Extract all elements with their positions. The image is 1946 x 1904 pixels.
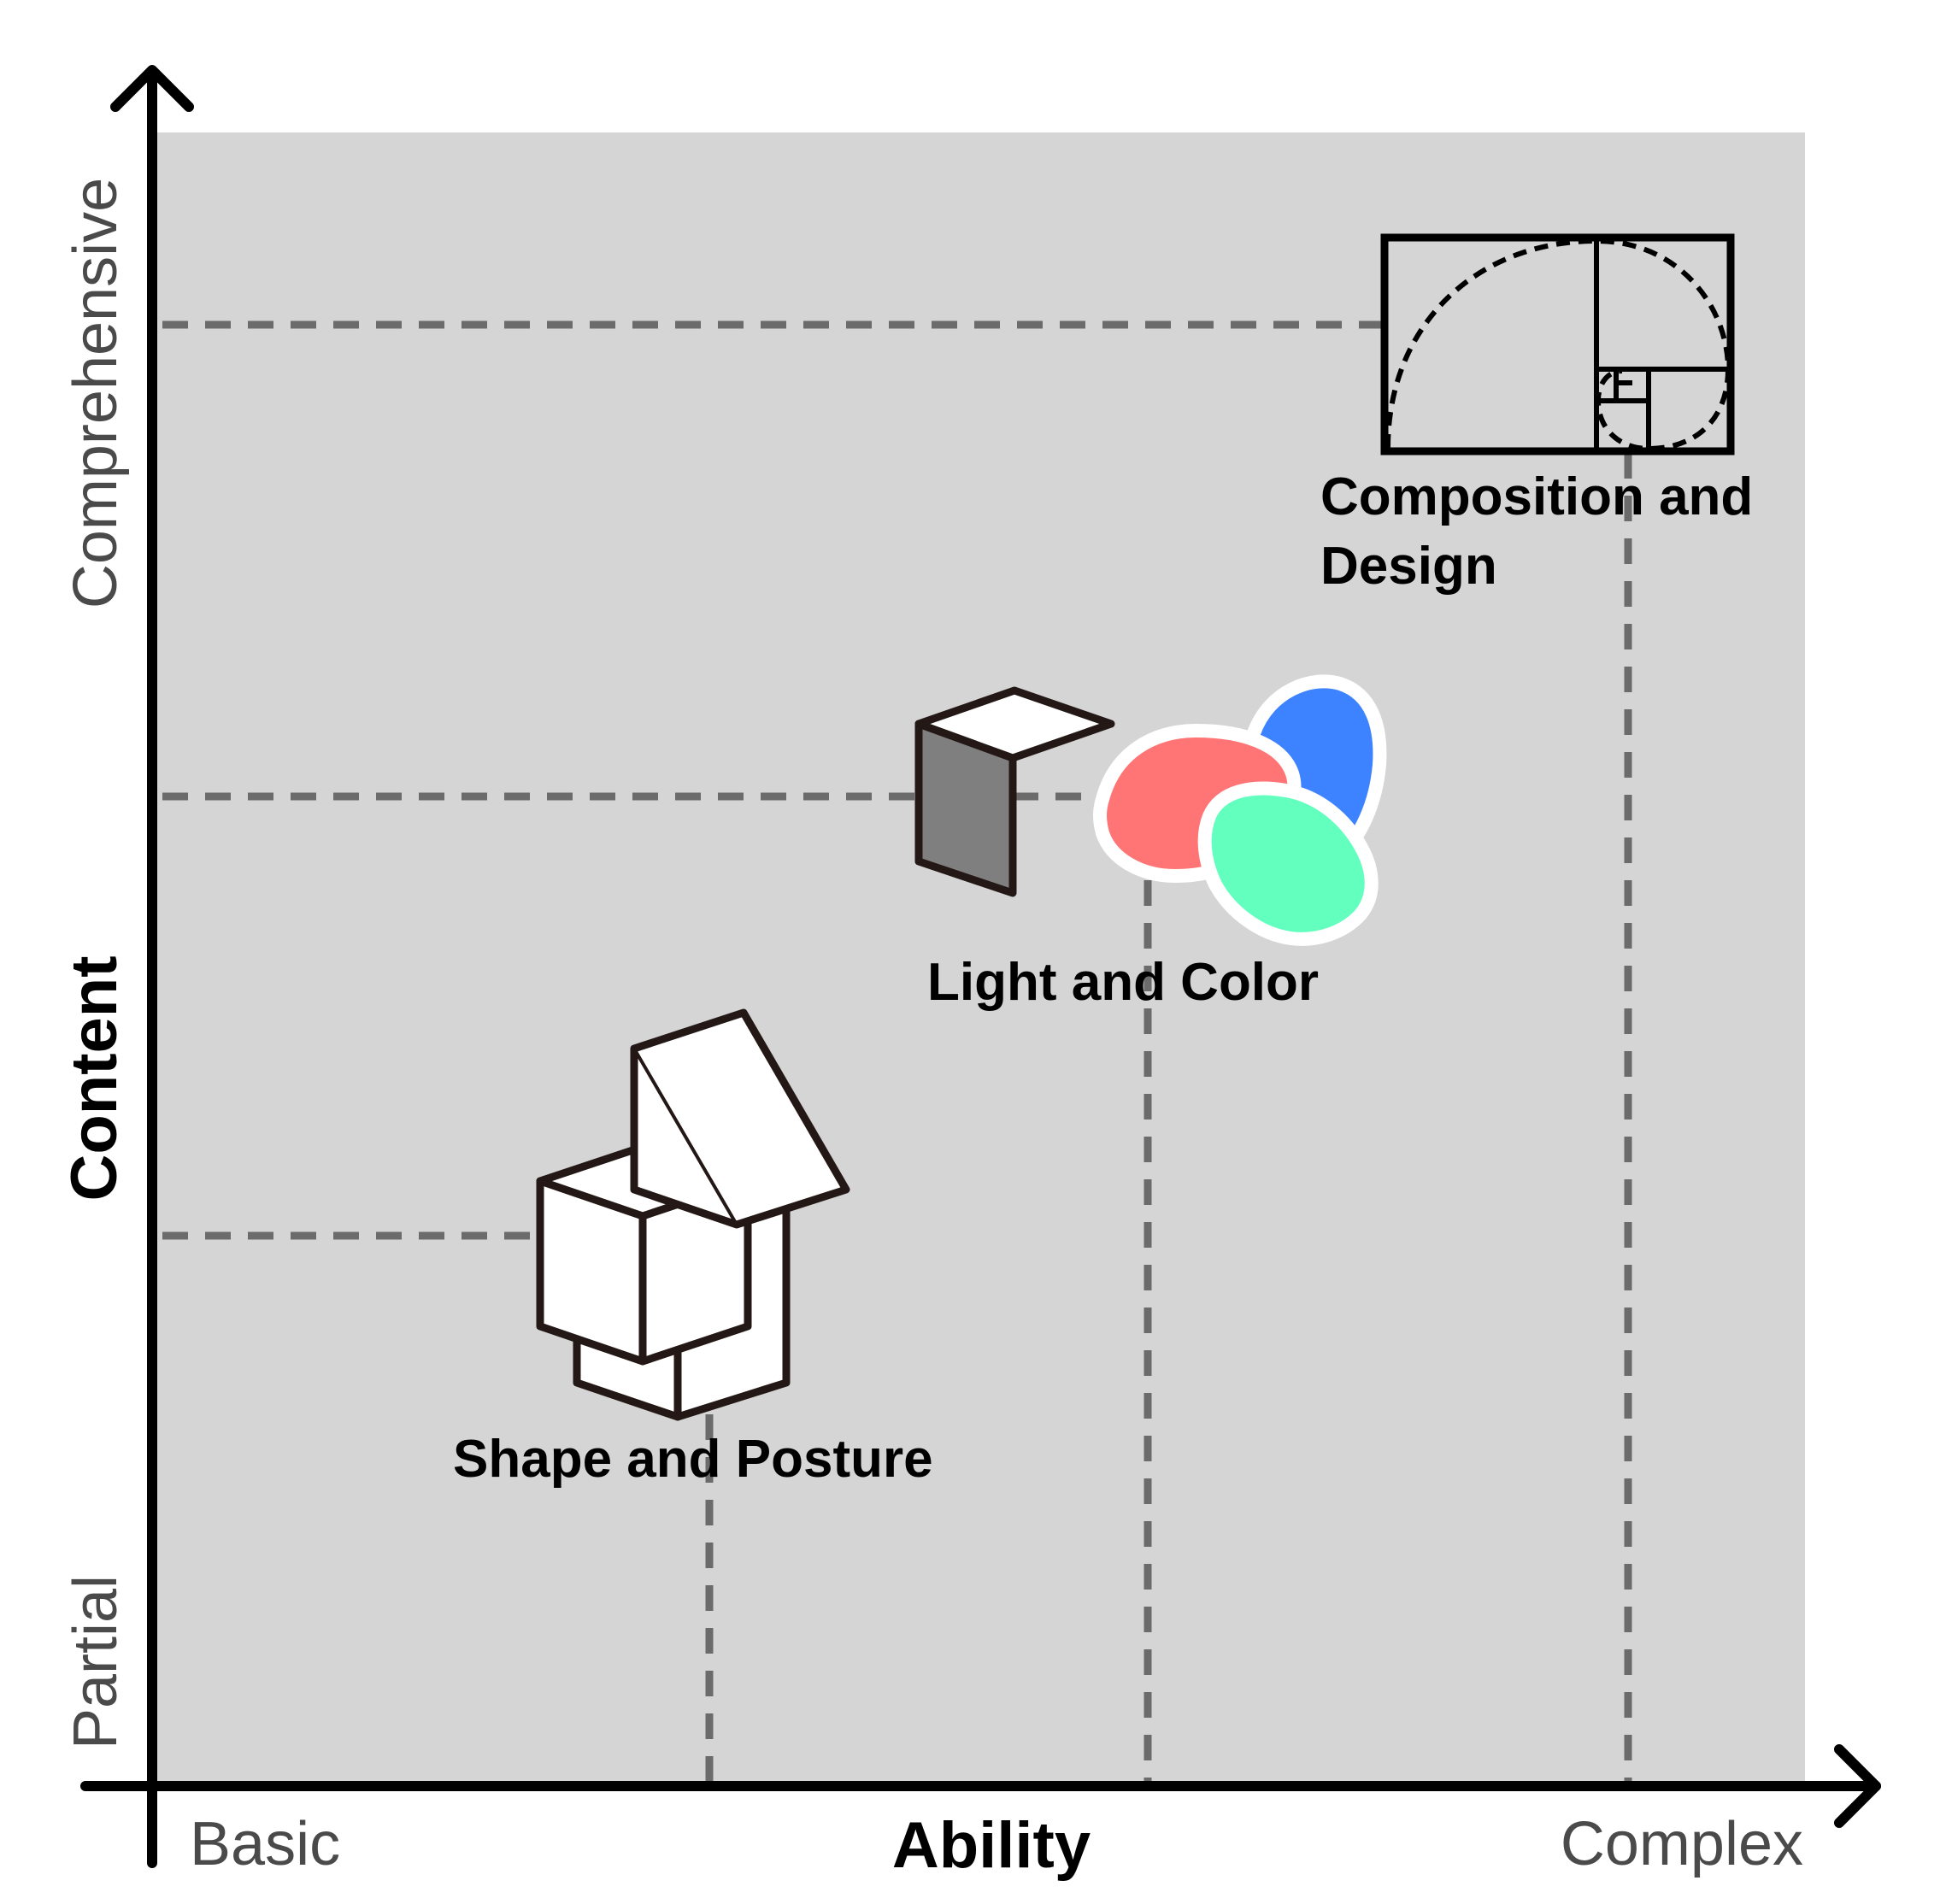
- stacked-cubes-icon: [536, 1008, 850, 1421]
- y-axis-low-label: Partial: [62, 1575, 130, 1749]
- shaded-cube-and-color-blobs-icon: [914, 674, 1387, 946]
- x-axis-low-label: Basic: [190, 1810, 340, 1878]
- y-axis: [110, 65, 194, 1868]
- blob-green: [1197, 781, 1379, 946]
- label-composition-line2: Design: [1320, 537, 1497, 596]
- x-axis-high-label: Complex: [1561, 1810, 1803, 1878]
- x-axis-title: Ability: [892, 1809, 1091, 1882]
- label-light-and-color: Light and Color: [927, 953, 1319, 1012]
- y-axis-arrowhead: [110, 65, 194, 112]
- label-composition-line1: Composition and: [1320, 467, 1753, 526]
- golden-spiral-curve: [1385, 238, 1731, 452]
- label-shape-and-posture: Shape and Posture: [453, 1430, 933, 1489]
- golden-ratio-spiral-icon: [1380, 233, 1735, 455]
- guide-lines: [162, 320, 1632, 1782]
- x-axis: [80, 1744, 1881, 1828]
- x-axis-arrowhead: [1834, 1744, 1881, 1828]
- y-axis-title: Content: [58, 955, 131, 1201]
- y-axis-high-label: Comprehensive: [62, 178, 130, 608]
